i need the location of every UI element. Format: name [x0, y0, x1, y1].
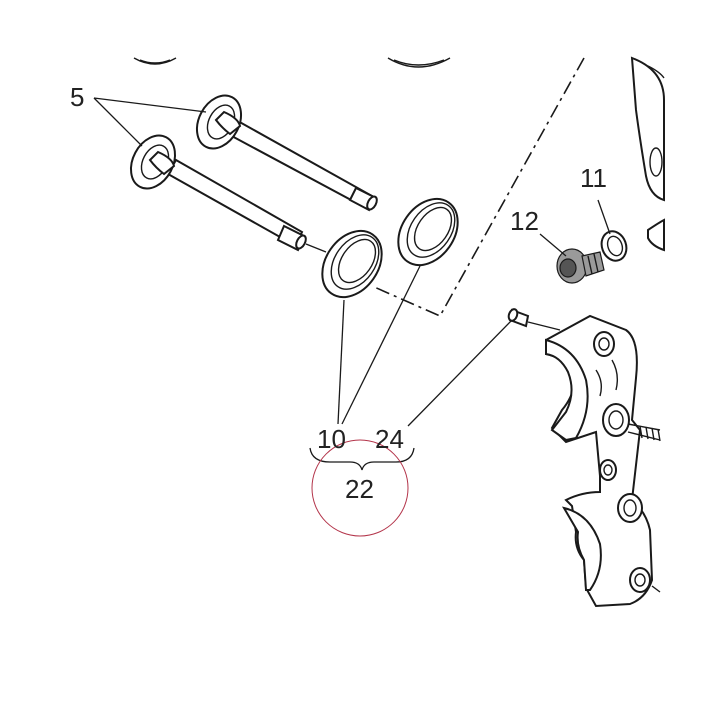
top-edge-fragments: [133, 57, 451, 68]
callout-22: 22: [345, 474, 374, 504]
callout-5: 5: [70, 82, 84, 112]
callout-24: 24: [375, 424, 404, 454]
cylinder-head-casting: [630, 56, 665, 252]
valve-upper: [195, 94, 378, 212]
callout-12: 12: [510, 206, 539, 236]
callout-10: 10: [317, 424, 346, 454]
seal-ring-front: [321, 229, 383, 299]
seal-ring-back: [397, 197, 459, 267]
dowel-pin-part: [507, 308, 561, 331]
group-brace: [309, 447, 415, 471]
highlight-circle: [311, 439, 409, 537]
bearing-carrier: [545, 314, 661, 608]
leader-lines: [93, 97, 611, 427]
valve-lower: [129, 134, 327, 253]
plug-part: [556, 248, 605, 284]
callout-11: 11: [580, 163, 607, 193]
assembly-centerline: [371, 57, 585, 318]
washer-part: [600, 230, 628, 262]
